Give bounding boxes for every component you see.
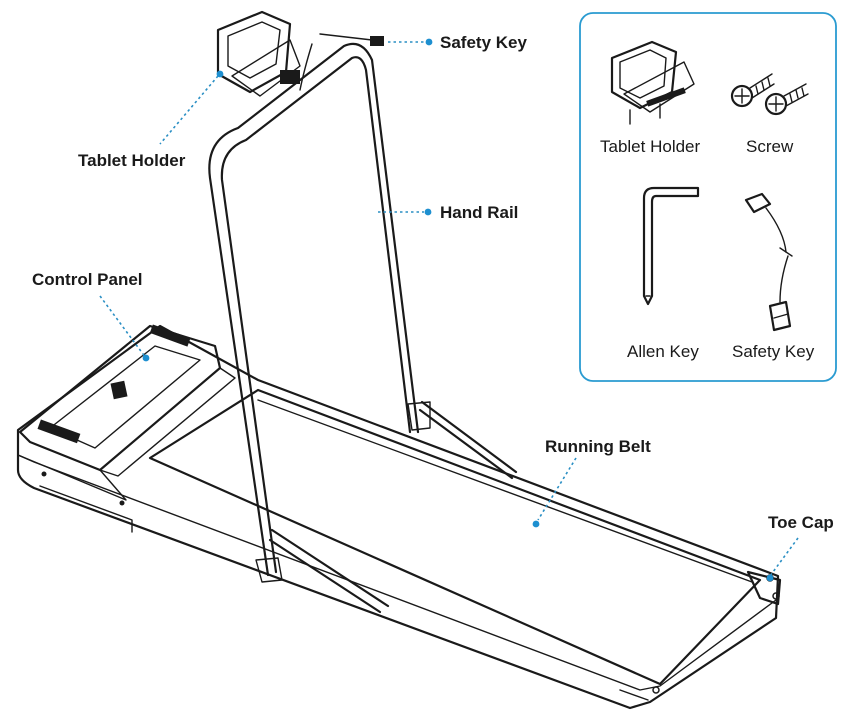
callout-hand-rail-label: Hand Rail (440, 203, 518, 222)
callout-control-panel-label: Control Panel (32, 270, 143, 289)
parts-box-border (579, 12, 837, 382)
toe-cap (652, 570, 782, 694)
part-allen-key-label: Allen Key (627, 342, 699, 361)
running-belt (148, 388, 762, 686)
part-tablet-holder-label: Tablet Holder (600, 137, 701, 156)
callout-running-belt-label: Running Belt (545, 437, 651, 456)
deck-frame (16, 324, 780, 710)
screw-icon (730, 73, 809, 116)
callout-toe-cap: Toe Cap (766, 513, 834, 582)
part-safety-key-label: Safety Key (732, 342, 815, 361)
tablet-holder (216, 10, 301, 97)
part-screw-label: Screw (746, 137, 794, 156)
callout-running-belt: Running Belt (532, 437, 651, 528)
hand-rail (208, 42, 518, 614)
callout-safety-key: Safety Key (388, 33, 527, 52)
allen-key-icon (642, 186, 700, 306)
callout-tablet-holder-label: Tablet Holder (78, 151, 186, 170)
control-panel (17, 324, 236, 506)
callout-hand-rail: Hand Rail (378, 203, 518, 222)
callout-control-panel: Control Panel (32, 270, 150, 362)
callout-tablet-holder: Tablet Holder (78, 70, 224, 170)
callout-toe-cap-label: Toe Cap (768, 513, 834, 532)
treadmill-illustration (16, 10, 782, 710)
safety-key-icon (744, 192, 793, 332)
callout-safety-key-label: Safety Key (440, 33, 527, 52)
tablet-holder-icon (610, 40, 695, 125)
safety-key-attached (299, 33, 384, 91)
parts-box: Tablet Holder Screw Allen Key (579, 12, 837, 382)
